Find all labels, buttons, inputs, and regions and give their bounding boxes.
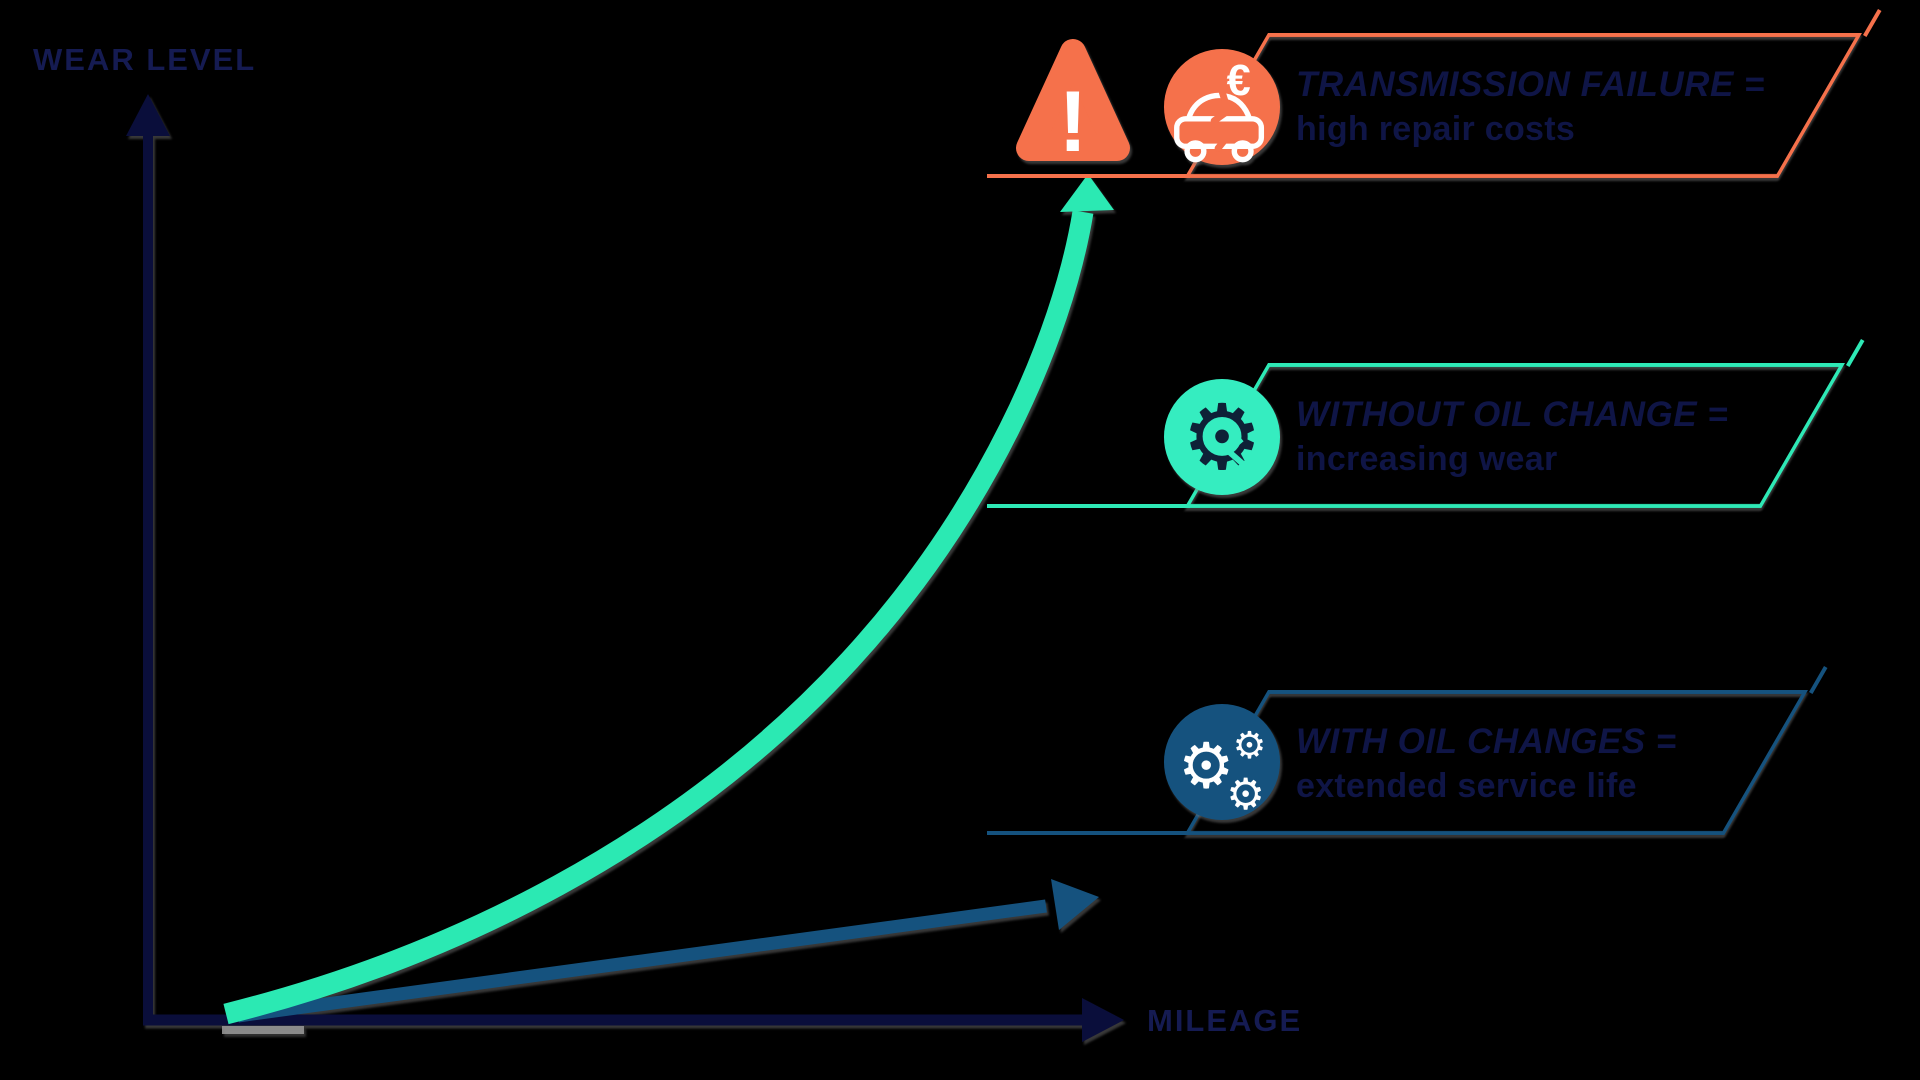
callout-baseline-extension	[987, 174, 1190, 178]
gear-glyph-small-top: ⚙	[1233, 723, 1267, 767]
axis-shadow-smudge	[222, 1026, 304, 1034]
gear-cluster-glyphs: ⚙ ⚙ ⚙	[1178, 723, 1266, 820]
x-axis-label: MILEAGE	[1147, 1003, 1303, 1038]
warning-triangle-icon: !	[1016, 39, 1130, 170]
car-crash-euro-icon: €	[1163, 48, 1281, 166]
badge-circle	[1163, 48, 1281, 166]
callout-title: WITHOUT OIL CHANGE =	[1296, 395, 1729, 434]
badge-circle	[1163, 703, 1281, 821]
gear-crack-line	[1223, 436, 1248, 481]
wear-curve-without-oil-change	[223, 210, 1094, 1025]
callout-text: WITHOUT OIL CHANGE = increasing wear	[1296, 393, 1728, 481]
callout-title: WITH OIL CHANGES =	[1296, 722, 1677, 761]
warning-exclamation-mark: !	[1059, 74, 1088, 170]
gear-glyph-small-bottom: ⚙	[1226, 770, 1265, 820]
broken-gear-icon: ⚙	[1163, 378, 1281, 496]
callout-text: WITH OIL CHANGES = extended service life	[1296, 720, 1677, 808]
gear-glyph: ⚙	[1181, 385, 1262, 490]
blue-arrowhead-icon	[1051, 879, 1099, 930]
gear-glyph-large: ⚙	[1178, 730, 1234, 803]
badge-circle	[1163, 378, 1281, 496]
callout-baseline-extension	[987, 504, 1190, 508]
y-axis-arrowhead-icon	[126, 94, 170, 136]
callout-subtitle: high repair costs	[1296, 110, 1576, 148]
callout-text: TRANSMISSION FAILURE = high repair costs	[1296, 63, 1765, 151]
wear-line-with-oil-changes	[237, 899, 1047, 1023]
callout-baseline-extension	[987, 831, 1190, 835]
gears-icon: ⚙ ⚙ ⚙	[1163, 703, 1281, 821]
callout-title: TRANSMISSION FAILURE =	[1296, 65, 1765, 104]
warning-triangle-shape	[1016, 39, 1130, 161]
callout-subtitle: increasing wear	[1296, 440, 1558, 478]
y-axis-label: WEAR LEVEL	[33, 42, 257, 77]
crashed-car-glyph	[1174, 87, 1265, 163]
green-arrowhead-icon	[1060, 174, 1114, 212]
callout-subtitle: extended service life	[1296, 767, 1637, 805]
x-axis-arrowhead-icon	[1082, 998, 1124, 1042]
